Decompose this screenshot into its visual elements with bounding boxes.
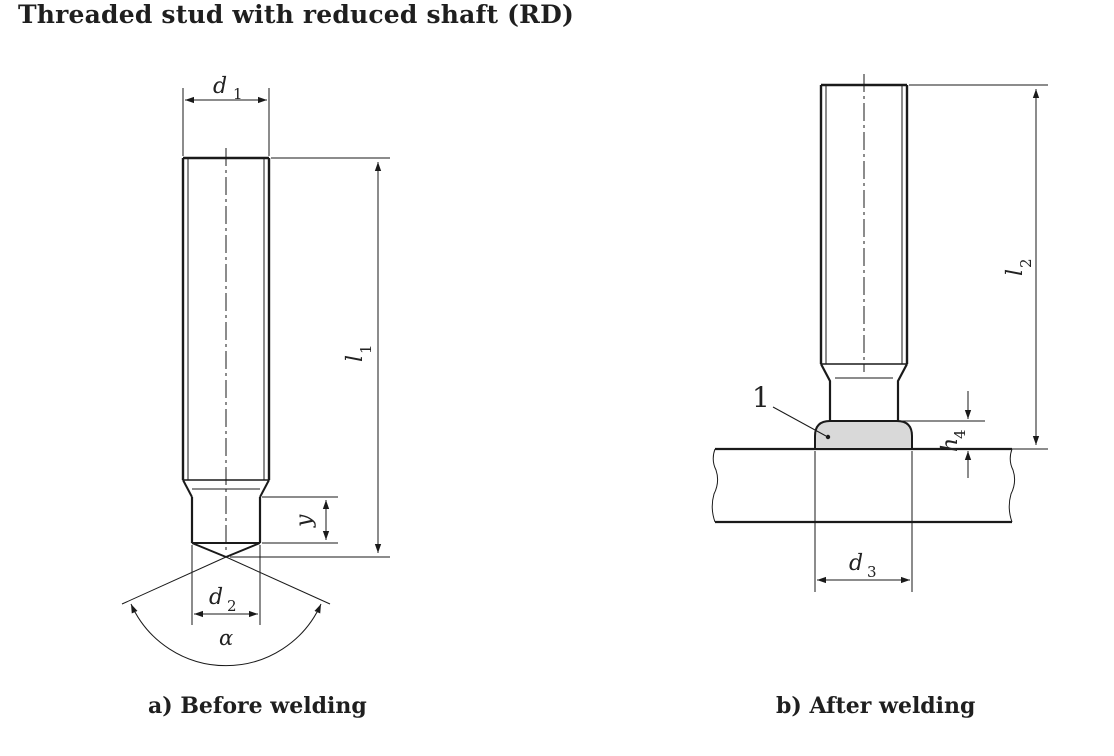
label-l1: l 1 [343,344,375,362]
leader-dot [825,434,831,440]
caption-after-welding: b) After welding [776,693,976,719]
label-y: y [292,514,317,528]
label-alpha: α [219,626,233,650]
svg-text:4: 4 [951,429,969,439]
caption-before-welding: a) Before welding [148,693,367,719]
svg-text:y: y [292,514,317,528]
label-h4: h 4 [938,429,969,452]
svg-text:d: d [209,585,223,610]
svg-text:h: h [938,438,963,452]
label-d1: d 1 [213,74,243,103]
svg-text:l: l [343,355,368,362]
svg-text:l: l [1003,269,1028,276]
label-d2: d 2 [209,585,237,615]
stud-after-welding [711,74,1048,592]
label-item-1: 1 [752,381,770,414]
label-l2: l 2 [1003,258,1035,276]
svg-text:2: 2 [227,597,237,615]
svg-text:1: 1 [357,344,375,354]
label-d3: d 3 [849,551,877,581]
stud-before-welding [121,88,390,667]
svg-text:d: d [213,74,227,99]
page-title: Threaded stud with reduced shaft (RD) [18,0,575,29]
svg-text:2: 2 [1017,258,1035,268]
svg-text:d: d [849,551,863,576]
svg-text:3: 3 [867,563,877,581]
svg-text:1: 1 [233,85,243,103]
